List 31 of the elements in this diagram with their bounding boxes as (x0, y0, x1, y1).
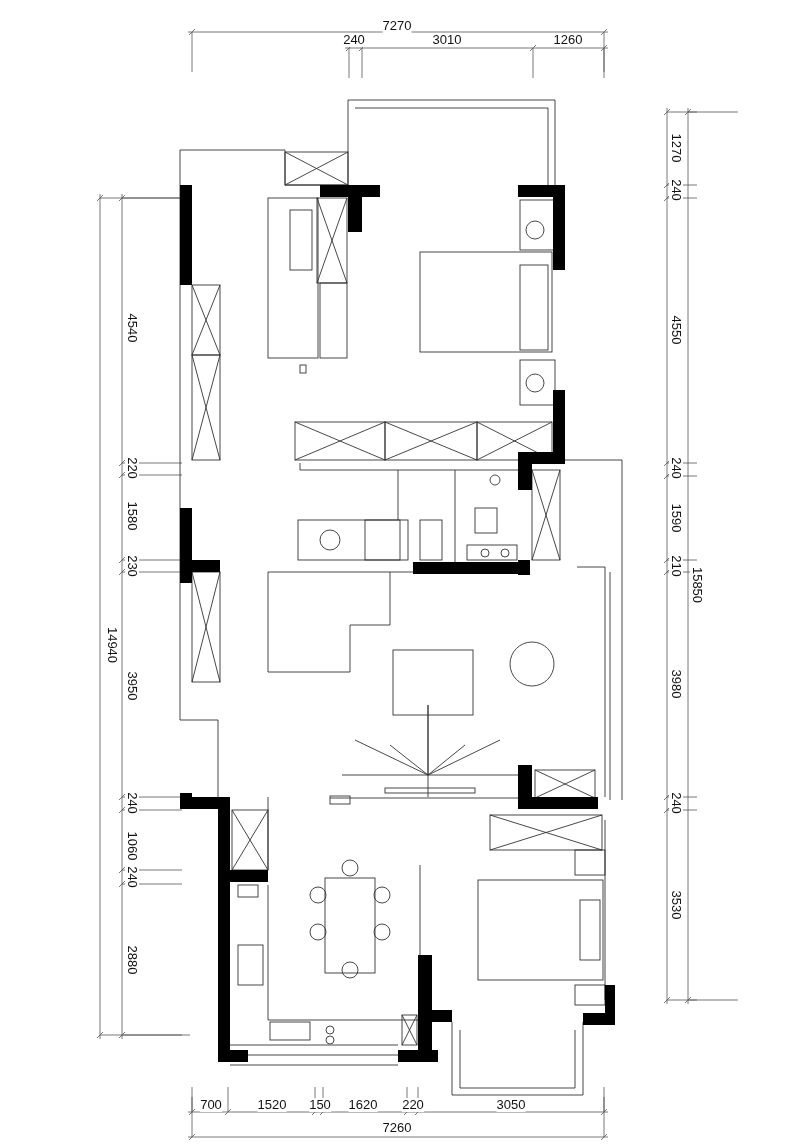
dimension-label: 3950 (125, 671, 139, 701)
dimension-label: 230 (125, 555, 139, 577)
dimension-label: 3050 (496, 1098, 526, 1112)
dimension-label: 4550 (669, 315, 683, 345)
dimension-label: 2880 (125, 945, 139, 975)
dimension-label: 220 (125, 457, 139, 479)
dimension-label: 150 (309, 1098, 331, 1112)
dimension-label: 4540 (125, 313, 139, 343)
dimension-label: 1590 (669, 503, 683, 533)
dimension-label: 240 (343, 33, 365, 47)
dimension-label: 240 (125, 866, 139, 888)
dimension-label: 1270 (669, 133, 683, 163)
dimension-label: 1620 (348, 1098, 378, 1112)
dimension-label: 700 (200, 1098, 222, 1112)
dimension-label: 240 (669, 179, 683, 201)
dimension-label: 14940 (105, 626, 119, 664)
dimension-label: 3010 (432, 33, 462, 47)
dimension-label: 7260 (382, 1121, 412, 1135)
dimension-label: 240 (125, 792, 139, 814)
dimension-label: 1520 (257, 1098, 287, 1112)
dimension-label: 220 (402, 1098, 424, 1112)
dimension-label: 1060 (125, 831, 139, 861)
dimension-label: 7270 (382, 19, 412, 33)
dimension-label: 15850 (690, 566, 704, 604)
dimension-label: 1260 (553, 33, 583, 47)
dimension-label: 3530 (669, 890, 683, 920)
dimension-label: 1580 (125, 501, 139, 531)
dimension-label: 240 (669, 457, 683, 479)
dimension-label: 3980 (669, 669, 683, 699)
dimension-label: 240 (669, 792, 683, 814)
dimension-label: 210 (669, 555, 683, 577)
